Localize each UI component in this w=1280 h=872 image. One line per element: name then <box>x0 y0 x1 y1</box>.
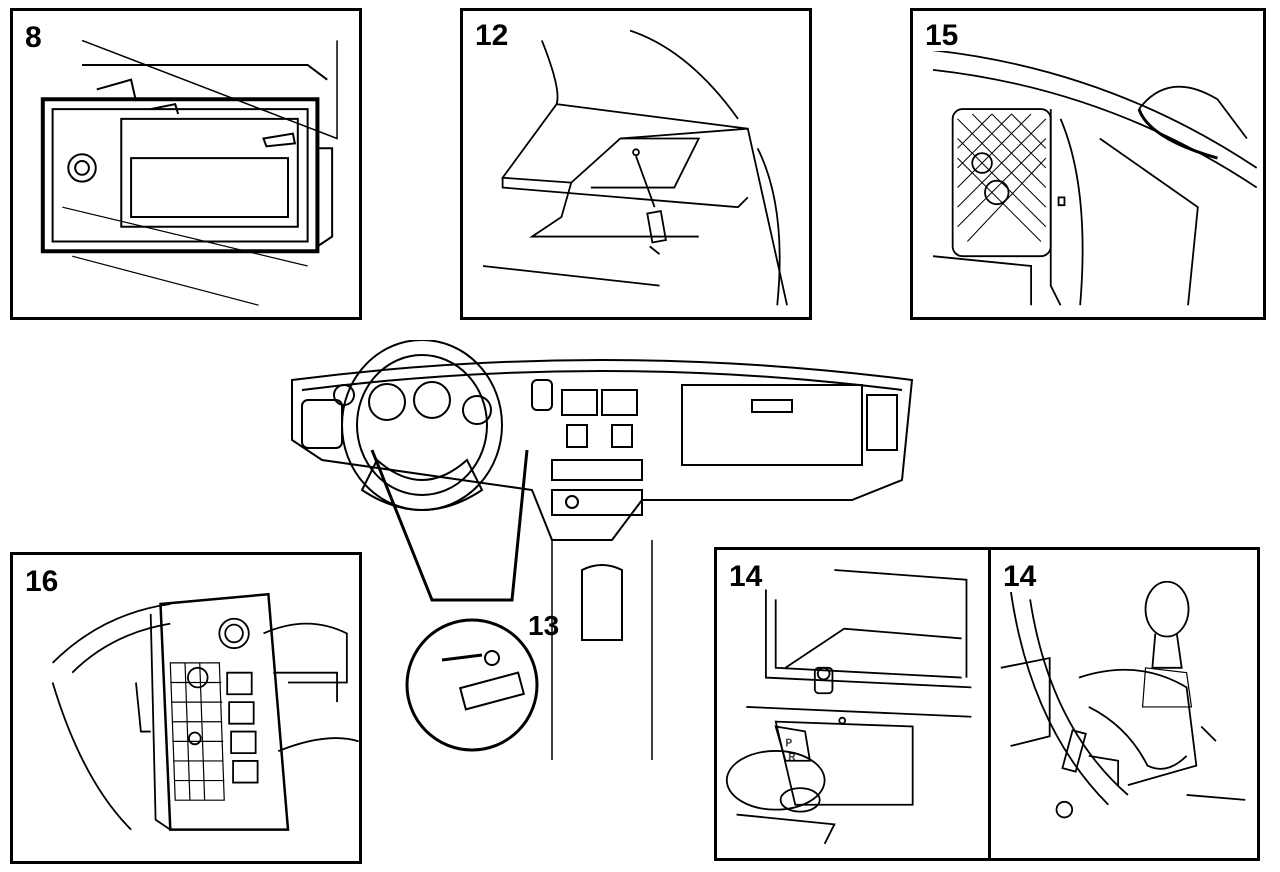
panel-14-console-auto: 14 P R <box>714 547 991 861</box>
radio-unit-illustration <box>13 11 359 317</box>
panel-15-side-vent: 15 <box>910 8 1266 320</box>
panel-16-number: 16 <box>23 565 61 598</box>
svg-text:P: P <box>785 738 792 749</box>
panel-8-radio-removal: 8 <box>10 8 362 320</box>
panel-14b-number: 14 <box>1001 560 1039 593</box>
panel-16-instrument-panel-side: 16 <box>10 552 362 864</box>
svg-text:R: R <box>788 752 795 763</box>
dashboard-overview-illustration <box>282 340 922 760</box>
instrument-side-illustration <box>13 555 359 861</box>
panel-14a-number: 14 <box>727 560 765 593</box>
lower-dash-cover-illustration <box>463 11 809 317</box>
panel-15-number: 15 <box>923 19 961 52</box>
panel-14-console-manual: 14 <box>988 547 1260 861</box>
panel-12-number: 12 <box>473 19 511 52</box>
panel-12-lower-cover: 12 <box>460 8 812 320</box>
callout-13-label: 13 <box>528 610 560 641</box>
panel-8-number: 8 <box>23 21 44 54</box>
side-vent-illustration <box>913 11 1263 317</box>
console-manual-illustration <box>991 550 1257 858</box>
console-auto-illustration: P R <box>717 550 988 858</box>
